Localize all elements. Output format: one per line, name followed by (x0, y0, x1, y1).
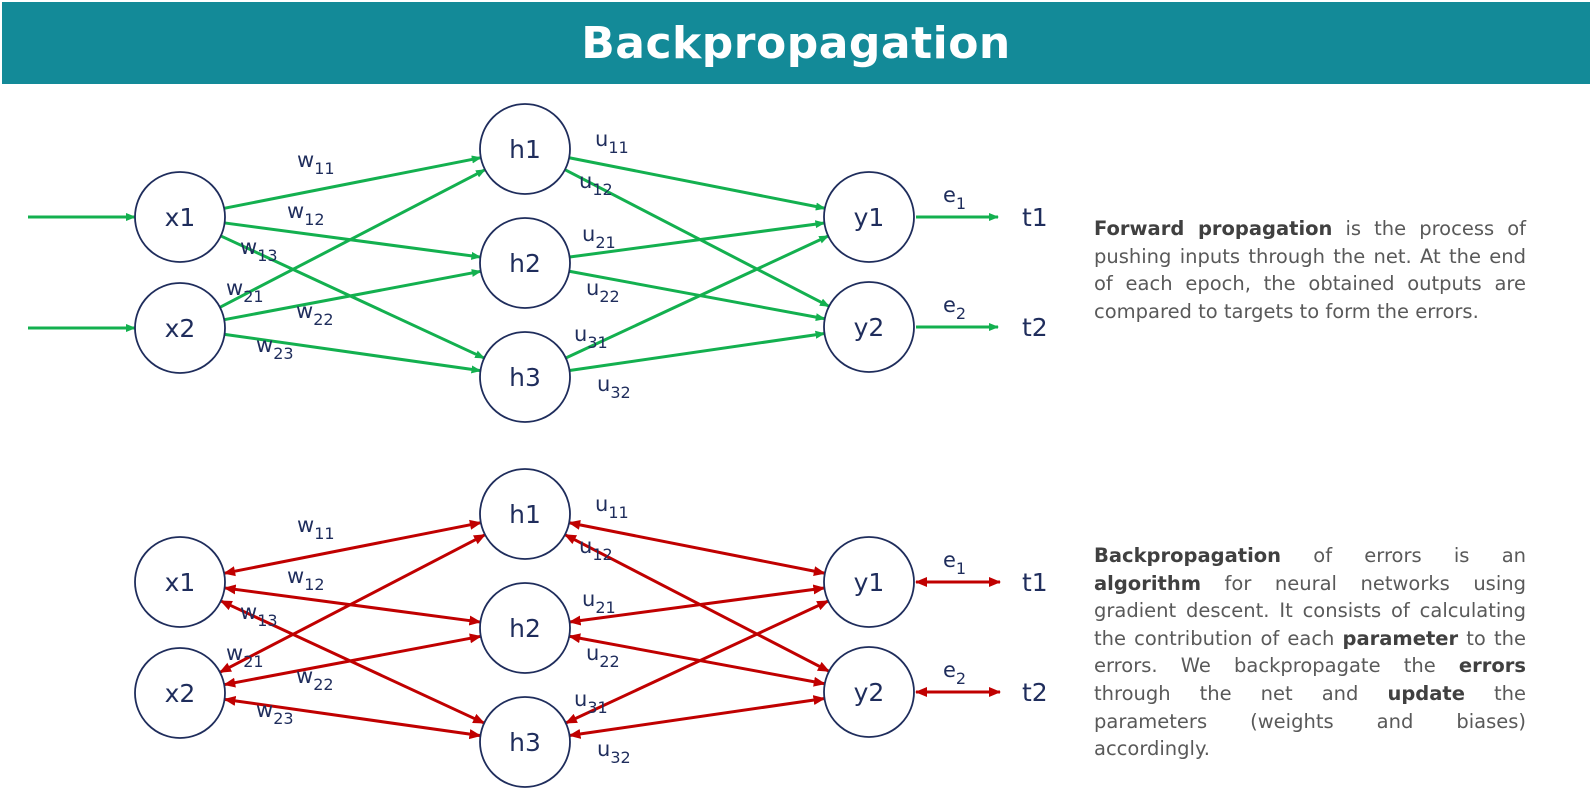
node-h1-circle (479, 468, 571, 560)
node-x2-label: x2 (165, 314, 196, 343)
node-h1-label: h1 (509, 500, 541, 529)
weight-w12-label: w12 (287, 564, 325, 594)
errors-term: errors (1458, 654, 1526, 678)
node-h3-circle (479, 331, 571, 423)
node-h2-label: h2 (509, 614, 541, 643)
node-y2-circle (823, 281, 915, 373)
node-h1-label: h1 (509, 135, 541, 164)
error-e2-label: e2 (943, 293, 966, 323)
node-x2-circle (134, 282, 226, 374)
weight-w13-label: w13 (240, 600, 278, 630)
node-y2-label: y2 (854, 678, 885, 707)
node-y2-label: y2 (854, 313, 885, 342)
weight-w21-label: w21 (226, 641, 264, 671)
node-h2-label: h2 (509, 249, 541, 278)
edge-x2-h2 (223, 633, 482, 688)
target-t1: t1 (1022, 568, 1048, 597)
node-y1-circle (823, 171, 915, 263)
backpropagation-text-4: through the net and (1094, 681, 1388, 705)
edge-h2-y2 (568, 269, 826, 322)
weight-u11-label: u11 (595, 492, 629, 522)
node-x2-label: x2 (165, 679, 196, 708)
node-x1-label: x1 (165, 568, 196, 597)
node-h1-circle (479, 103, 571, 195)
weight-w23-label: w23 (256, 333, 294, 363)
node-x1-label: x1 (165, 203, 196, 232)
edge-h3-y1 (565, 234, 830, 360)
node-y1-label: y1 (854, 568, 885, 597)
edge-h3-y2 (568, 695, 826, 739)
node-h2-circle (479, 582, 571, 674)
error-e2-label: e2 (943, 658, 966, 688)
backpropagation-text-5: the parameters (weights and biases) acco… (1094, 681, 1527, 761)
target-t2: t2 (1022, 313, 1048, 342)
backpropagation-term: Backpropagation (1094, 544, 1282, 567)
node-h3-label: h3 (509, 728, 541, 757)
weight-u11-label: u11 (595, 127, 629, 157)
forward-propagation-term: Forward propagation (1094, 217, 1333, 240)
edge-x2-h3 (224, 332, 482, 374)
parameter-term: parameter (1342, 626, 1459, 650)
node-h3-circle (479, 696, 571, 788)
weight-w22-label: w22 (296, 299, 334, 329)
edge-h1-y1 (568, 156, 826, 211)
weight-u32-label: u32 (597, 372, 631, 402)
error-e1-label: e1 (943, 548, 966, 578)
weight-w11-label: w11 (297, 148, 335, 178)
weight-u21-label: u21 (582, 587, 616, 617)
edge-h2-y1 (569, 220, 826, 259)
weight-u12-label: u12 (579, 534, 613, 564)
forward-propagation-text: is the process of pushing inputs through… (1094, 217, 1526, 323)
node-y1-circle (823, 536, 915, 628)
weight-u22-label: u22 (586, 641, 620, 671)
backpropagation-text-2: for neural networks using gradient desce… (1094, 571, 1526, 650)
weight-w22-label: w22 (296, 664, 334, 694)
edge-x2-h2 (223, 269, 482, 322)
node-h3-label: h3 (509, 363, 541, 392)
weight-w23-label: w23 (256, 698, 294, 728)
node-y1-label: y1 (854, 203, 885, 232)
forward-propagation-description: Forward propagation is the process of pu… (1094, 215, 1526, 325)
target-t1: t1 (1022, 203, 1048, 232)
node-x1-circle (134, 171, 226, 263)
weight-w12-label: w12 (287, 199, 325, 229)
weight-u22-label: u22 (586, 276, 620, 306)
header-bar: Backpropagation (2, 2, 1590, 84)
weight-u12-label: u12 (579, 169, 613, 199)
node-x1-circle (134, 536, 226, 628)
edge-x2-h1 (219, 168, 486, 309)
algorithm-term: algorithm (1094, 571, 1202, 595)
node-x2-circle (134, 647, 226, 739)
weight-w11-label: w11 (297, 513, 335, 543)
weight-u31-label: u31 (574, 687, 608, 717)
weight-u32-label: u32 (597, 737, 631, 767)
update-term: update (1387, 681, 1465, 705)
edge-x1-h1 (223, 155, 482, 210)
node-h2-circle (479, 217, 571, 309)
error-e1-label: e1 (943, 183, 966, 213)
node-y2-circle (823, 646, 915, 738)
edge-x2-h3 (223, 695, 482, 740)
weight-u31-label: u31 (574, 322, 608, 352)
edge-h3-y2 (569, 330, 826, 373)
edge-h1-y2 (564, 168, 830, 308)
page-title: Backpropagation (581, 17, 1011, 69)
backpropagation-text-1: of errors is an (1281, 544, 1526, 567)
backpropagation-description: Backpropagation of errors is an algorith… (1094, 542, 1526, 763)
weight-w21-label: w21 (226, 276, 264, 306)
weight-w13-label: w13 (240, 235, 278, 265)
weight-u21-label: u21 (582, 222, 616, 252)
backpropagation-text-3: to the errors. We backpropagate the (1094, 626, 1526, 678)
edge-x1-h1 (223, 519, 482, 577)
target-t2: t2 (1022, 678, 1048, 707)
